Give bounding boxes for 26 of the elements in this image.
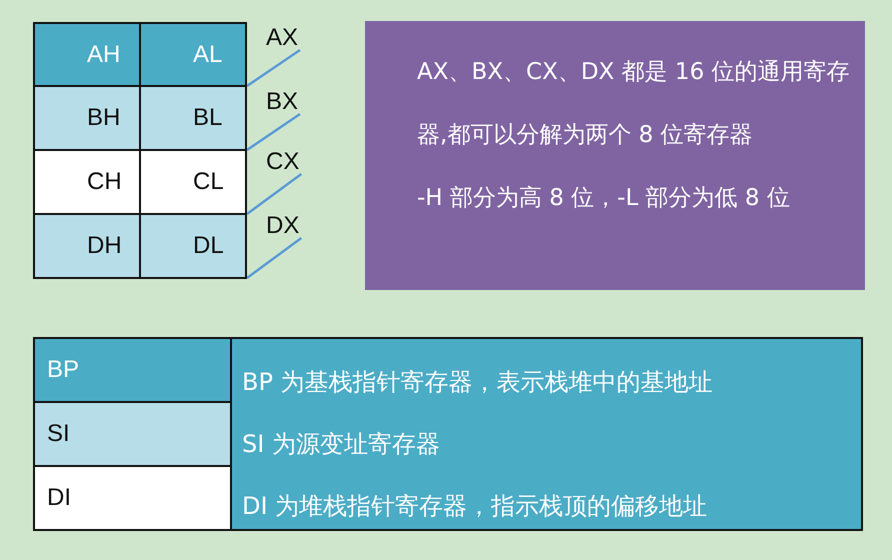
register-label: AX [266, 24, 298, 52]
register-label: DX [266, 212, 300, 240]
description-panel [365, 21, 865, 290]
register-label: BX [266, 88, 298, 116]
register-label: CX [266, 148, 300, 176]
register-cell: DH [33, 213, 141, 279]
description-cell [230, 337, 863, 531]
register-cell: BP [33, 337, 232, 403]
register-cell: BH [33, 85, 141, 151]
leader-line [246, 48, 301, 88]
register-cell: BL [139, 85, 247, 151]
leader-line [246, 237, 302, 279]
description-text: AX、BX、CX、DX 都是 16 位的通用寄存器,都可以分解为两个 8 位寄存器 [417, 58, 851, 150]
register-cell: AL [139, 22, 247, 87]
description-text: -H 部分为高 8 位，-L 部分为低 8 位 [417, 184, 791, 213]
register-cell: DI [33, 465, 232, 531]
register-cell: DL [139, 213, 247, 279]
leader-line [246, 173, 302, 215]
description-text: DI 为堆栈指针寄存器，指示栈顶的偏移地址 [242, 491, 708, 522]
leader-line [246, 112, 301, 152]
register-cell: SI [33, 401, 232, 467]
register-cell: CL [139, 149, 247, 215]
register-cell: CH [33, 149, 141, 215]
description-text: BP 为基栈指针寄存器，表示栈堆中的基地址 [242, 367, 714, 398]
description-text: SI 为源变址寄存器 [242, 429, 441, 460]
register-cell: AH [33, 22, 141, 87]
